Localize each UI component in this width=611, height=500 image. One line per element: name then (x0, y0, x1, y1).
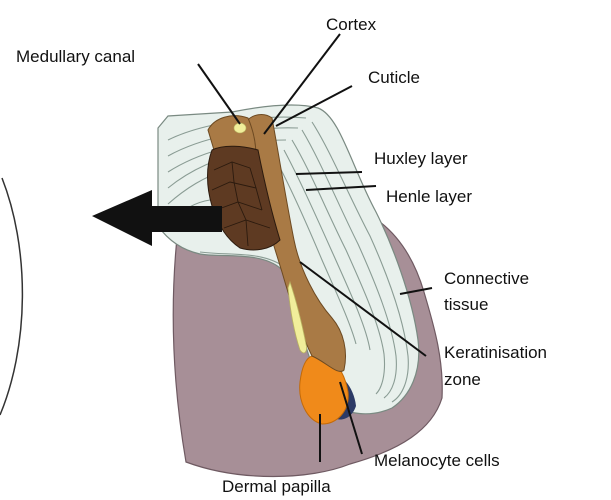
label-zone: zone (444, 370, 481, 389)
label-cuticle: Cuticle (368, 68, 420, 87)
label-connective: Connective (444, 269, 529, 288)
label-melanocyte-cells: Melanocyte cells (374, 451, 500, 470)
circle-outline (0, 178, 22, 415)
label-henle-layer: Henle layer (386, 187, 472, 206)
label-tissue: tissue (444, 295, 488, 314)
label-dermal-papilla: Dermal papilla (222, 477, 331, 496)
label-medullary-canal: Medullary canal (16, 47, 135, 66)
label-cortex: Cortex (326, 15, 377, 34)
label-huxley-layer: Huxley layer (374, 149, 468, 168)
medullary-canal-dot (234, 123, 246, 133)
label-keratinisation: Keratinisation (444, 343, 547, 362)
